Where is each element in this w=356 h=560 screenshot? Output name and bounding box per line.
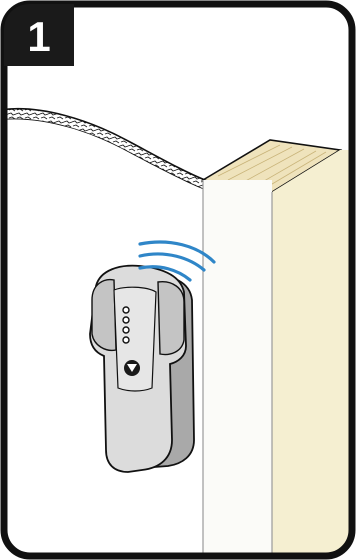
indicator-light-2: [122, 316, 130, 324]
stud-front-face: [203, 180, 272, 556]
stud-side-face: [272, 150, 352, 556]
indicator-light-1: [122, 306, 130, 314]
step-number: 1: [27, 13, 50, 60]
step-badge: [4, 4, 74, 66]
signal-waves-icon: [138, 240, 216, 282]
stud-finder-icon: [89, 264, 195, 473]
indicator-light-4: [122, 336, 130, 344]
stud-grain: [217, 144, 327, 191]
indicator-light-3: [122, 326, 130, 334]
